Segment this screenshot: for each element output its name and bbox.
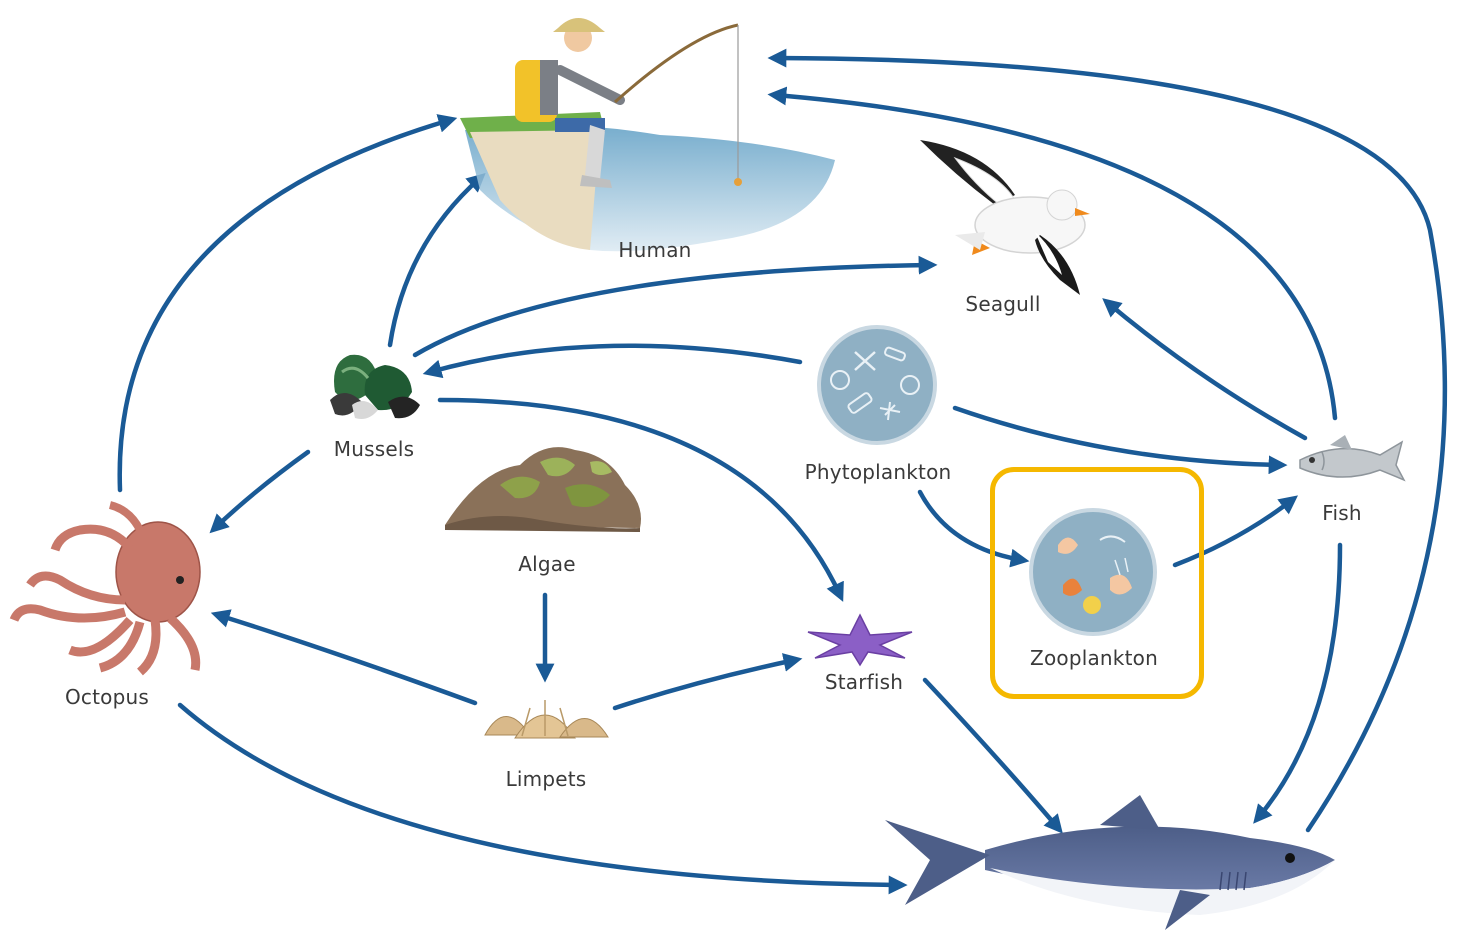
label-human: Human (618, 238, 691, 262)
label-algae: Algae (518, 552, 576, 576)
label-seagull: Seagull (965, 292, 1040, 316)
edge-phytoplankton-to-fish (955, 408, 1280, 465)
octopus-illustration (14, 505, 200, 672)
label-fish: Fish (1322, 501, 1362, 525)
label-zooplankton: Zooplankton (1030, 646, 1158, 670)
label-limpets: Limpets (506, 767, 587, 791)
shark-illustration (885, 795, 1335, 930)
fish-illustration (1300, 435, 1404, 480)
label-octopus: Octopus (65, 685, 149, 709)
edge-mussels-to-human (390, 178, 480, 345)
label-phytoplankton: Phytoplankton (805, 460, 952, 484)
edge-limpets-to-octopus (218, 615, 475, 703)
edge-phytoplankton-to-mussels (430, 346, 800, 372)
limpets-illustration (485, 700, 608, 738)
starfish-illustration (808, 615, 912, 665)
mussels-illustration (330, 355, 420, 419)
human-illustration (460, 18, 835, 251)
label-starfish: Starfish (825, 670, 903, 694)
label-mussels: Mussels (334, 437, 414, 461)
edge-limpets-to-starfish (615, 660, 795, 708)
edge-fish-to-shark (1258, 545, 1340, 818)
edge-mussels-to-octopus (215, 452, 308, 528)
edge-starfish-to-shark (925, 680, 1058, 828)
seagull-illustration (920, 140, 1090, 295)
phytoplankton-illustration (819, 327, 935, 443)
algae-illustration (445, 447, 641, 532)
edge-fish-to-seagull (1108, 303, 1305, 438)
